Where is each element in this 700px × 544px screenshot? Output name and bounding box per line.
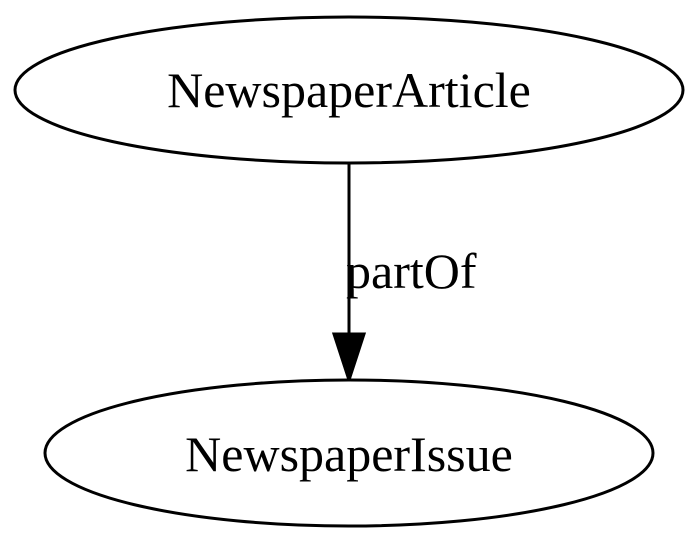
node-newspaper-issue[interactable]: NewspaperIssue	[43, 378, 655, 528]
edge-part-of-label: partOf	[346, 243, 477, 299]
node-newspaper-issue-shape	[43, 378, 655, 528]
edge-part-of[interactable]: partOf	[331, 163, 477, 385]
node-newspaper-article[interactable]: NewspaperArticle	[13, 15, 685, 165]
edge-part-of-arrowhead	[331, 332, 367, 385]
node-newspaper-article-label: NewspaperArticle	[167, 62, 531, 118]
node-newspaper-issue-label: NewspaperIssue	[185, 426, 513, 482]
